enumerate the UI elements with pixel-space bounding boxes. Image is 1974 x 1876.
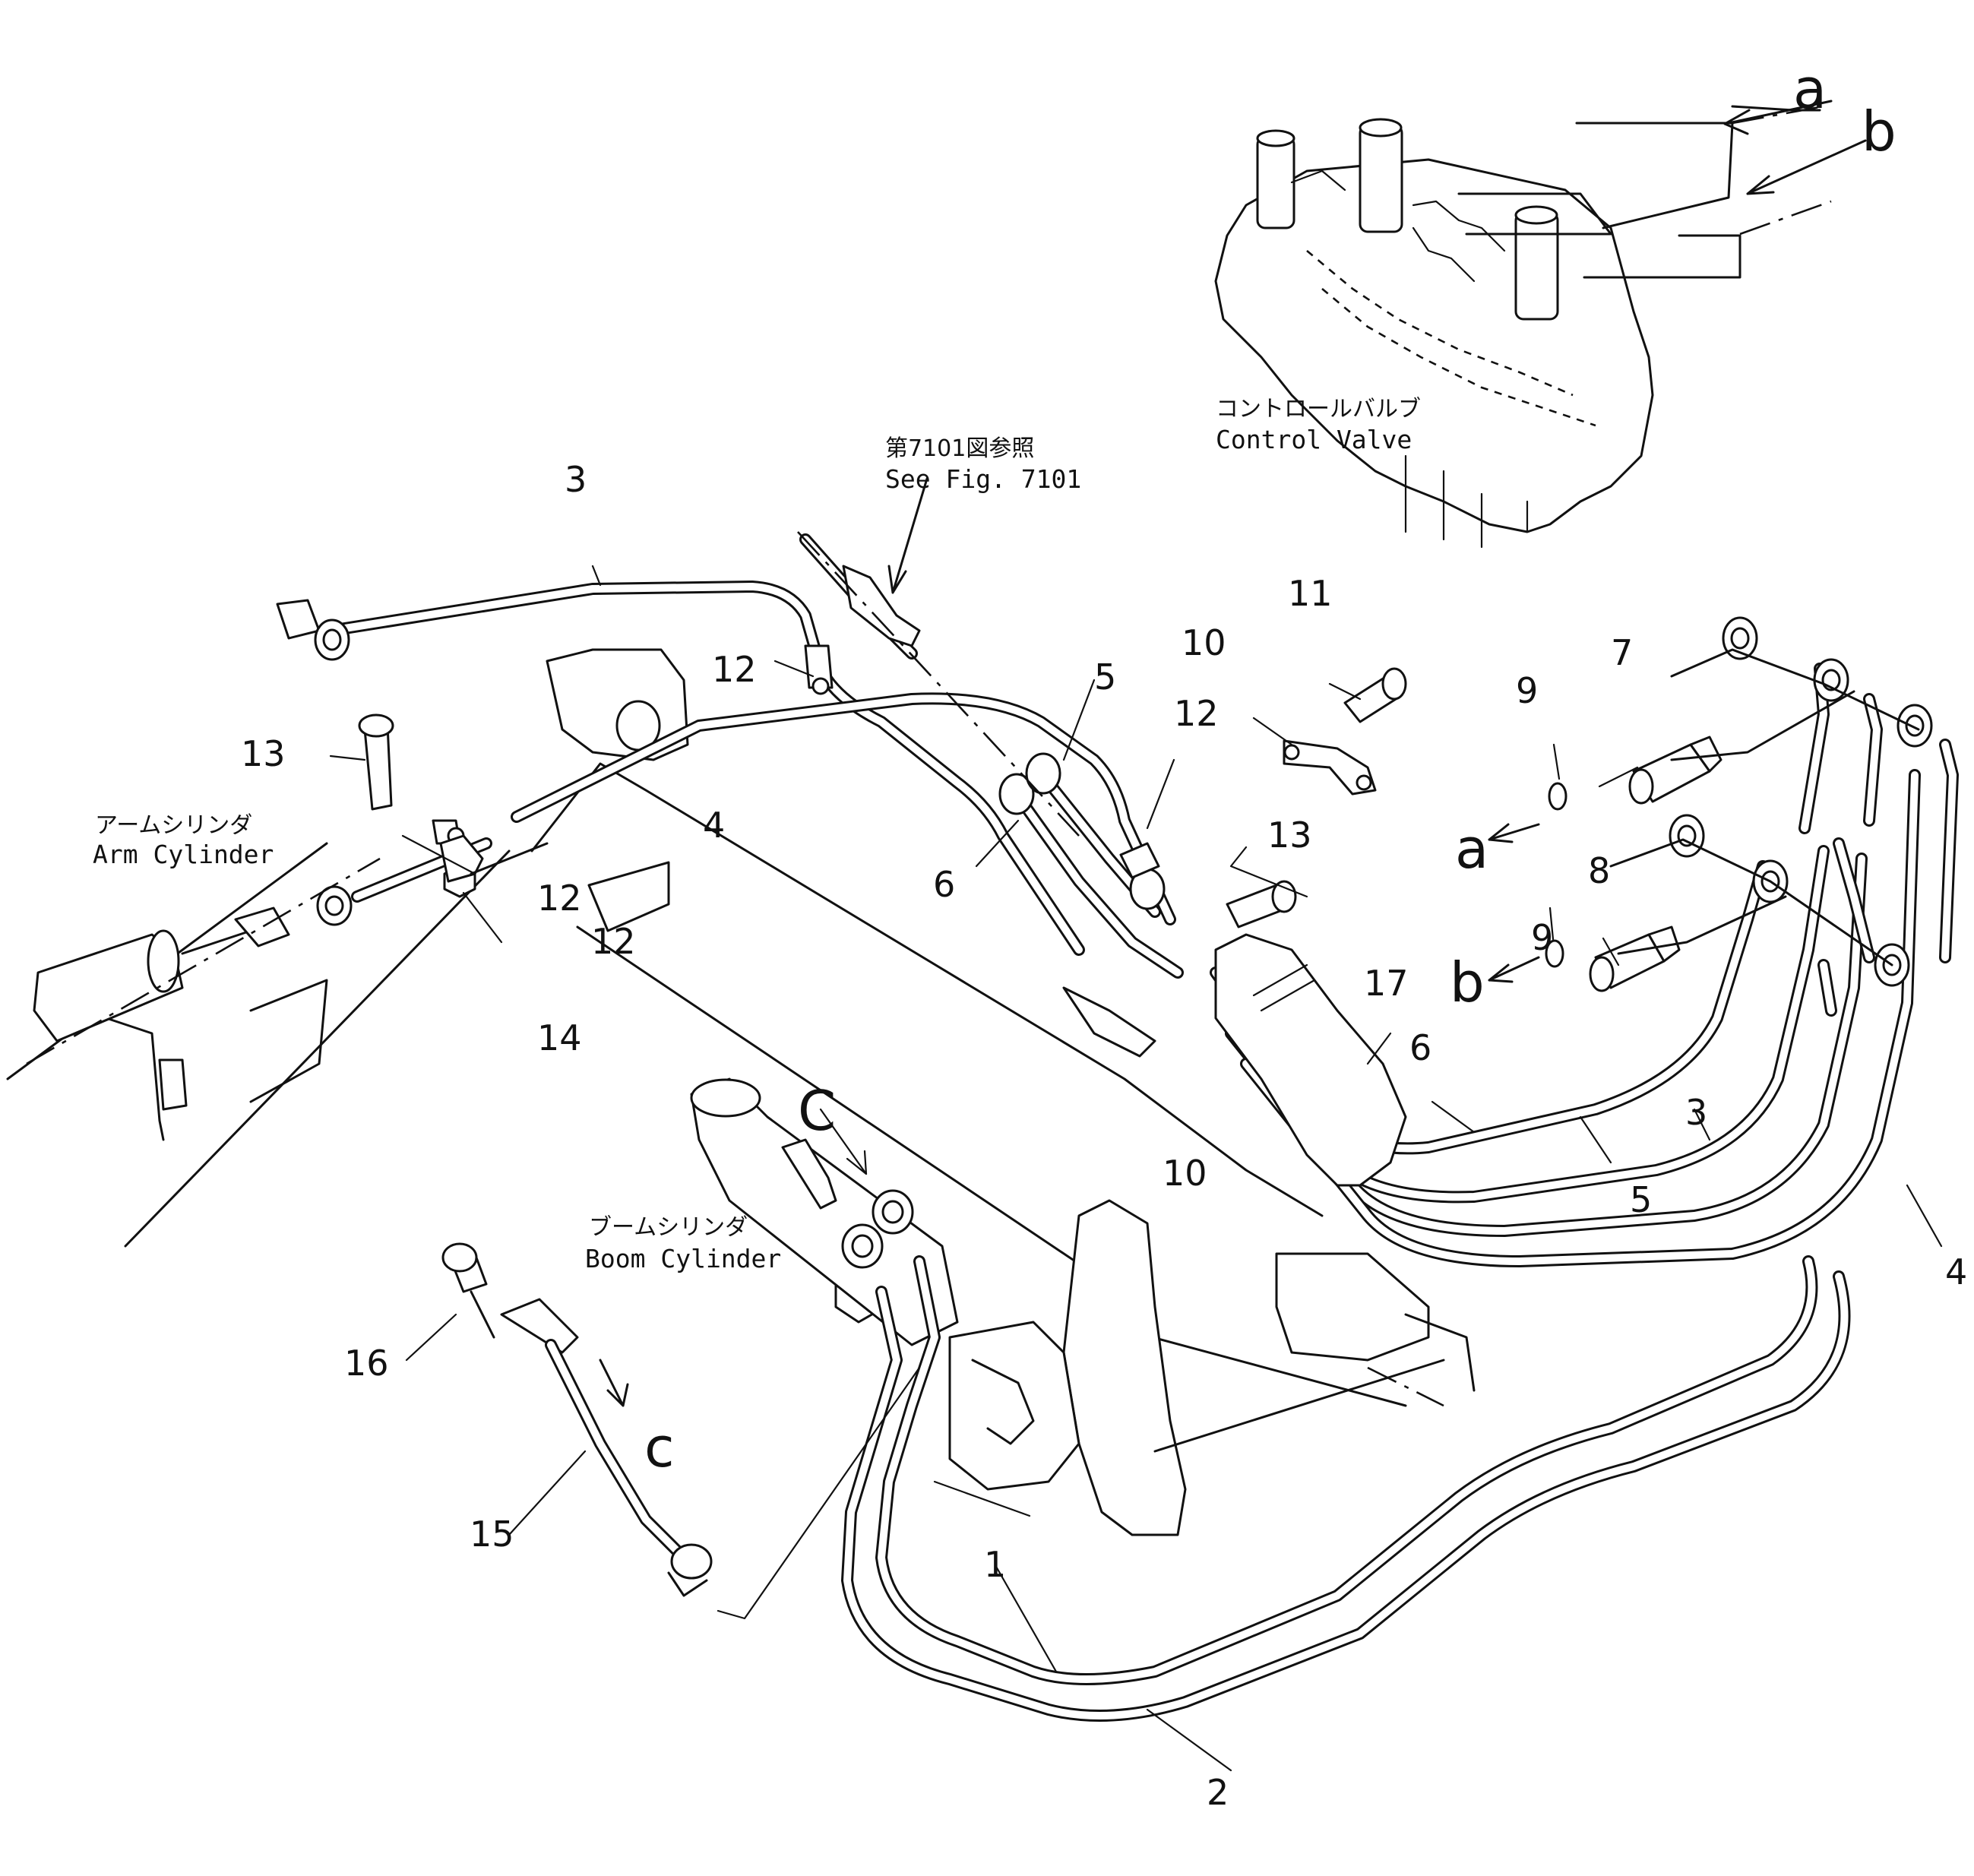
control-valve-caption-jp: コントロールバルブ [1216,396,1421,422]
see-fig-caption-en: See Fig. 7101 [885,464,1081,494]
part-number-4-right: 4 [1945,1251,1967,1292]
fitting-elbows [1609,616,1933,987]
hose-1-2-loop [841,1255,1851,1722]
part-number-11: 11 [1288,573,1333,614]
label-a-top: a [1793,57,1827,121]
part-number-6-left: 6 [933,864,955,905]
control-valve-caption-en: Control Valve [1216,425,1412,454]
valve-port-arrows [1457,100,1867,279]
part-number-1: 1 [984,1544,1006,1585]
part-7-fitting [1628,736,1723,805]
part-9-orings [1545,782,1567,968]
part-number-8: 8 [1588,850,1610,891]
hose-5-6-lines [998,752,1184,979]
part-number-10-upper: 10 [1182,622,1226,663]
boom-cylinder-caption-en: Boom Cylinder [585,1244,781,1273]
part-8-fitting [1589,925,1681,992]
part-number-5-bottom: 5 [1630,1179,1652,1220]
boom-cylinder-caption-jp: ブームシリンダ [589,1214,748,1241]
part-number-4-mid: 4 [703,805,725,846]
part-number-16: 16 [344,1343,389,1384]
parts-15-16 [441,1242,713,1597]
part-number-13-left: 13 [241,733,286,774]
part-number-2: 2 [1207,1772,1229,1813]
part-number-9-lower: 9 [1531,917,1553,958]
large-hose-17 [1214,933,1407,1187]
part-number-12-b: 12 [537,878,582,919]
label-b-top: b [1862,100,1896,163]
part-number-13-right: 13 [1267,815,1312,856]
part-number-3-right: 3 [1685,1092,1707,1133]
arm-cylinder-caption-en: Arm Cylinder [93,840,274,869]
label-a-side: a [1455,817,1488,881]
part-number-14-label: 14 [537,1017,582,1058]
hose-4-upper-line [351,692,1176,925]
label-c-upper: C [798,1079,836,1143]
part-number-12-a: 12 [712,649,757,690]
control-valve-drawing [1214,118,1654,549]
part-number-10-lower: 10 [1163,1153,1207,1194]
part-number-5-top: 5 [1094,656,1116,698]
see-fig-caption-jp: 第7101図参照 [885,435,1034,462]
part-number-3-top: 3 [565,459,587,500]
arm-cylinder-caption-jp: アームシリンダ [95,812,252,839]
part-number-12-d: 12 [1174,693,1219,734]
part-number-9-upper: 9 [1516,670,1538,711]
part-number-7: 7 [1611,632,1633,673]
label-b-side: b [1450,951,1485,1014]
bolts-and-clamps [358,644,1407,1058]
label-c-lower: c [644,1416,675,1479]
part-number-15: 15 [470,1514,514,1555]
arm-cylinder-drawing [26,857,381,1065]
leader-lines [329,477,1943,1772]
part-number-6-right: 6 [1409,1027,1431,1068]
boom-cylinder-drawing [690,1077,1035,1445]
part-number-17: 17 [1364,963,1409,1004]
see-fig-hose [797,531,1080,837]
part-number-12-c: 12 [591,921,636,962]
hose-3-upper-line [276,581,1085,956]
